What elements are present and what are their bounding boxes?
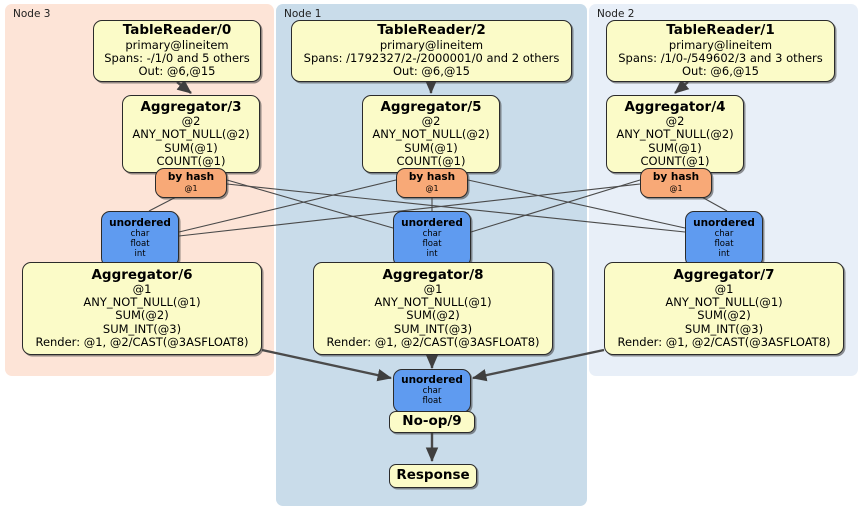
node-aggregator-7-line-2: SUM(@2): [697, 308, 751, 323]
node-unordered-6-line-0: char: [130, 229, 150, 240]
node-aggregator-5-line-2: SUM(@1): [404, 140, 458, 155]
node-aggregator-3-line-3: COUNT(@1): [156, 153, 226, 168]
node-noop-9[interactable]: No-op/9: [389, 411, 475, 433]
node-aggregator-3-line-1: ANY_NOT_NULL(@2): [132, 127, 250, 142]
node-aggregator-6-line-1: ANY_NOT_NULL(@1): [83, 295, 201, 310]
node-unordered-final-line-1: float: [422, 395, 442, 406]
node-aggregator-6-title: Aggregator/6: [91, 266, 193, 283]
node-tablereader-0-title: TableReader/0: [122, 22, 232, 39]
node-aggregator-4-line-2: SUM(@1): [648, 140, 702, 155]
node-tablereader-1-line-1: Spans: /1/0-/549602/3 and 3 others: [618, 50, 823, 65]
node-aggregator-6-line-2: SUM(@2): [115, 308, 169, 323]
node-aggregator-8-line-1: ANY_NOT_NULL(@1): [374, 295, 492, 310]
node-aggregator-4-line-0: @2: [665, 113, 685, 128]
node-aggregator-8-line-3: SUM_INT(@3): [393, 321, 473, 336]
node-by-hash-5[interactable]: by hash@1: [396, 168, 468, 198]
node-unordered-6-title: unordered: [109, 217, 171, 230]
node-unordered-7-line-2: int: [718, 248, 730, 259]
node-aggregator-7-line-1: ANY_NOT_NULL(@1): [665, 295, 783, 310]
node-aggregator-8-line-2: SUM(@2): [406, 308, 460, 323]
node-1-panel-label: Node 1: [284, 8, 322, 20]
node-tablereader-0-line-0: primary@lineitem: [125, 37, 229, 52]
node-tablereader-1-title: TableReader/1: [666, 22, 775, 39]
node-by-hash-5-line-0: @1: [425, 184, 439, 194]
node-tablereader-2-line-2: Out: @6,@15: [393, 64, 470, 79]
node-unordered-final-title: unordered: [401, 374, 463, 387]
node-by-hash-3[interactable]: by hash@1: [155, 168, 227, 198]
node-unordered-7-title: unordered: [693, 217, 755, 230]
node-unordered-6-line-2: int: [134, 248, 146, 259]
node-tablereader-2-line-0: primary@lineitem: [379, 37, 484, 52]
node-aggregator-7-line-3: SUM_INT(@3): [684, 321, 764, 336]
node-aggregator-5-title: Aggregator/5: [380, 98, 482, 115]
node-by-hash-5-title: by hash: [408, 171, 456, 184]
node-aggregator-6-line-0: @1: [132, 281, 152, 296]
node-tablereader-0-line-1: Spans: -/1/0 and 5 others: [104, 50, 250, 65]
node-aggregator-6-line-3: SUM_INT(@3): [102, 321, 182, 336]
node-aggregator-4-title: Aggregator/4: [624, 98, 726, 115]
node-unordered-7-line-0: char: [714, 229, 734, 240]
node-unordered-8-title: unordered: [401, 217, 463, 230]
node-unordered-8-line-0: char: [422, 229, 442, 240]
node-aggregator-6-line-4: Render: @1, @2/CAST(@3ASFLOAT8): [35, 335, 249, 350]
node-response[interactable]: Response: [389, 464, 477, 488]
node-tablereader-1-line-0: primary@lineitem: [668, 37, 773, 52]
node-by-hash-4-line-0: @1: [669, 184, 683, 194]
node-aggregator-3-line-2: SUM(@1): [164, 140, 218, 155]
node-aggregator-5-line-0: @2: [421, 113, 441, 128]
node-tablereader-2-line-1: Spans: /1792327/2-/2000001/0 and 2 other…: [303, 50, 560, 65]
node-aggregator-3-title: Aggregator/3: [140, 98, 242, 115]
node-tablereader-2-title: TableReader/2: [377, 22, 486, 39]
node-by-hash-4[interactable]: by hash@1: [640, 168, 712, 198]
node-unordered-7-line-1: float: [714, 238, 734, 249]
node-response-title: Response: [396, 467, 470, 484]
node-aggregator-3-line-0: @2: [181, 113, 201, 128]
node-aggregator-5-line-3: COUNT(@1): [396, 153, 466, 168]
node-by-hash-3-line-0: @1: [184, 184, 198, 194]
node-3-panel-label: Node 3: [13, 8, 51, 20]
node-unordered-8-line-2: int: [426, 248, 438, 259]
node-aggregator-7-line-0: @1: [714, 281, 734, 296]
node-aggregator-7-title: Aggregator/7: [673, 266, 775, 283]
node-unordered-8-line-1: float: [422, 238, 442, 249]
node-aggregator-4-line-1: ANY_NOT_NULL(@2): [616, 127, 734, 142]
node-aggregator-5-line-1: ANY_NOT_NULL(@2): [372, 127, 490, 142]
node-noop-9-title: No-op/9: [402, 413, 462, 430]
node-aggregator-8-title: Aggregator/8: [382, 266, 484, 283]
node-unordered-6-line-1: float: [130, 238, 150, 249]
node-aggregator-8-line-4: Render: @1, @2/CAST(@3ASFLOAT8): [326, 335, 540, 350]
node-aggregator-4-line-3: COUNT(@1): [640, 153, 710, 168]
node-2-panel-label: Node 2: [597, 8, 635, 20]
node-aggregator-7-line-4: Render: @1, @2/CAST(@3ASFLOAT8): [617, 335, 831, 350]
node-tablereader-0-line-2: Out: @6,@15: [138, 64, 216, 79]
node-by-hash-4-title: by hash: [652, 171, 700, 184]
node-aggregator-8-line-0: @1: [423, 281, 443, 296]
node-by-hash-3-title: by hash: [167, 171, 215, 184]
node-tablereader-1-line-2: Out: @6,@15: [682, 64, 759, 79]
node-unordered-final-line-0: char: [422, 386, 442, 397]
